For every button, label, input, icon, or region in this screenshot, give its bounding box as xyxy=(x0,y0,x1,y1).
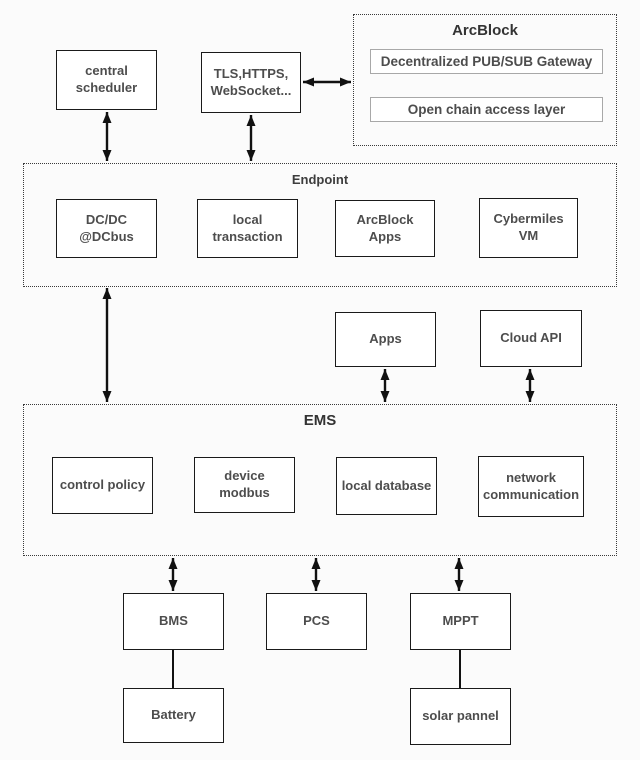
group-arcblock: ArcBlock Decentralized PUB/SUB Gateway O… xyxy=(353,14,617,146)
node-pcs: PCS xyxy=(266,593,367,650)
node-apps: Apps xyxy=(335,312,436,367)
node-solar-pannel: solar pannel xyxy=(410,688,511,745)
node-local-transaction: local transaction xyxy=(197,199,298,258)
node-control-policy: control policy xyxy=(52,457,153,514)
node-local-database: local database xyxy=(336,457,437,515)
node-cybermiles-vm: Cybermiles VM xyxy=(479,198,578,258)
node-mppt: MPPT xyxy=(410,593,511,650)
node-decentralized-pubsub-gateway: Decentralized PUB/SUB Gateway xyxy=(370,49,603,74)
node-network-communication: network communication xyxy=(478,456,584,517)
group-endpoint-title: Endpoint xyxy=(291,172,349,187)
group-arcblock-title: ArcBlock xyxy=(452,22,518,39)
node-bms: BMS xyxy=(123,593,224,650)
node-cloud-api: Cloud API xyxy=(480,310,582,367)
group-ems: EMS xyxy=(23,404,617,556)
node-arcblock-apps: ArcBlock Apps xyxy=(335,200,435,257)
node-open-chain-access-layer: Open chain access layer xyxy=(370,97,603,122)
node-device-modbus: device modbus xyxy=(194,457,295,513)
node-dcdc-dcbus: DC/DC @DCbus xyxy=(56,199,157,258)
group-ems-title: EMS xyxy=(303,412,337,429)
node-battery: Battery xyxy=(123,688,224,743)
node-central-scheduler: central scheduler xyxy=(56,50,157,110)
node-tls-https-websocket: TLS,HTTPS,WebSocket... xyxy=(201,52,301,113)
group-endpoint: Endpoint xyxy=(23,163,617,287)
